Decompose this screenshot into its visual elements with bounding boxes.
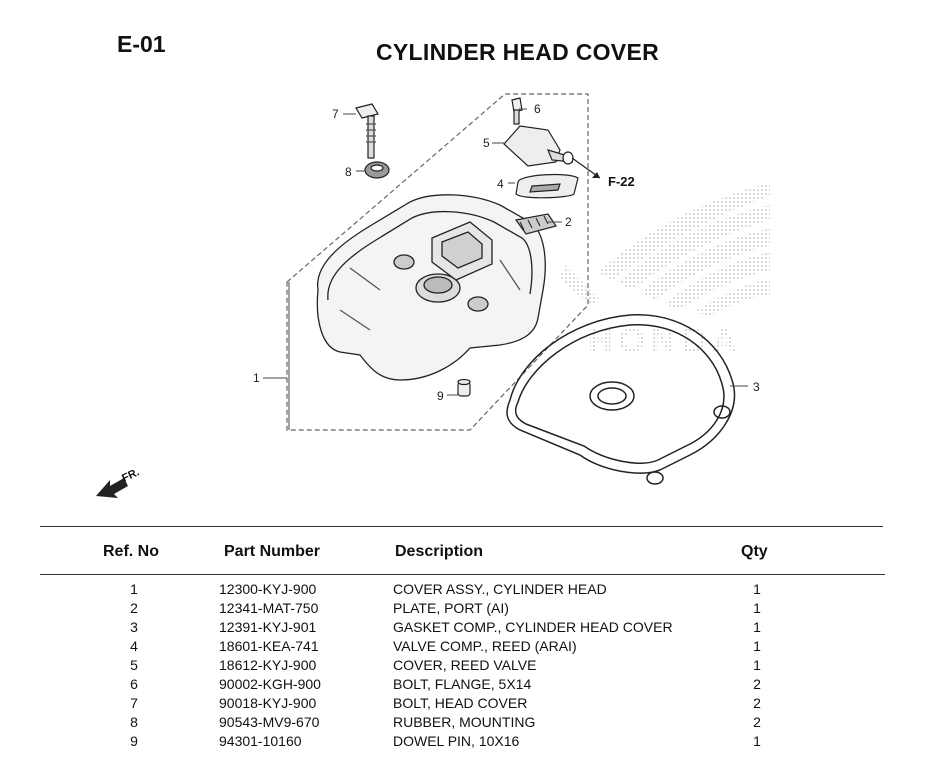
page-code: E-01 bbox=[117, 31, 166, 57]
description-cell: PLATE, PORT (AI) bbox=[393, 600, 509, 616]
table-row: 5 18612-KYJ-900 COVER, REED VALVE 1 bbox=[0, 657, 933, 676]
description-cell: GASKET COMP., CYLINDER HEAD COVER bbox=[393, 619, 673, 635]
qty-cell: 1 bbox=[753, 657, 761, 673]
ref-no-cell: 4 bbox=[130, 638, 138, 654]
leader-lines bbox=[263, 108, 748, 430]
gasket-drawing bbox=[506, 314, 736, 485]
table-row: 4 18601-KEA-741 VALVE COMP., REED (ARAI)… bbox=[0, 638, 933, 657]
reed-valve-cover-drawing bbox=[503, 97, 574, 167]
qty-cell: 1 bbox=[753, 581, 761, 597]
port-plate-drawing bbox=[514, 213, 557, 235]
description-cell: RUBBER, MOUNTING bbox=[393, 714, 536, 730]
description-cell: VALVE COMP., REED (ARAI) bbox=[393, 638, 577, 654]
reference-arrow: F-22 bbox=[571, 157, 635, 189]
header-description: Description bbox=[395, 543, 484, 560]
header-part-number: Part Number bbox=[224, 543, 321, 560]
description-cell: COVER ASSY., CYLINDER HEAD bbox=[393, 581, 607, 597]
qty-cell: 2 bbox=[753, 695, 761, 711]
qty-cell: 2 bbox=[753, 676, 761, 692]
assembly-boundary bbox=[286, 93, 589, 431]
ref-no-cell: 3 bbox=[130, 619, 138, 635]
description-cell: BOLT, FLANGE, 5X14 bbox=[393, 676, 532, 692]
ref-no-cell: 7 bbox=[130, 695, 138, 711]
ref-no-cell: 9 bbox=[130, 733, 138, 749]
front-direction-arrow-icon: FR. bbox=[96, 466, 141, 498]
ref-no-cell: 5 bbox=[130, 657, 138, 673]
part-number-cell: 12300-KYJ-900 bbox=[219, 581, 317, 597]
callout-2: 2 bbox=[565, 215, 572, 229]
table-row: 8 90543-MV9-670 RUBBER, MOUNTING 2 bbox=[0, 714, 933, 733]
qty-cell: 1 bbox=[753, 733, 761, 749]
header-ref-no: Ref. No bbox=[103, 543, 159, 560]
description-cell: COVER, REED VALVE bbox=[393, 657, 537, 673]
table-row: 1 12300-KYJ-900 COVER ASSY., CYLINDER HE… bbox=[0, 581, 933, 600]
part-number-cell: 18612-KYJ-900 bbox=[219, 657, 317, 673]
callout-4: 4 bbox=[497, 177, 504, 191]
part-number-cell: 90543-MV9-670 bbox=[219, 714, 320, 730]
ref-no-cell: 1 bbox=[130, 581, 138, 597]
honda-wing-logo: HONDA bbox=[560, 183, 770, 360]
part-number-cell: 12341-MAT-750 bbox=[219, 600, 319, 616]
part-number-cell: 94301-10160 bbox=[219, 733, 302, 749]
callout-9: 9 bbox=[437, 389, 444, 403]
table-row: 2 12341-MAT-750 PLATE, PORT (AI) 1 bbox=[0, 600, 933, 619]
callout-8: 8 bbox=[345, 165, 352, 179]
parts-table: 1 12300-KYJ-900 COVER ASSY., CYLINDER HE… bbox=[0, 581, 933, 752]
description-cell: BOLT, HEAD COVER bbox=[393, 695, 528, 711]
qty-cell: 1 bbox=[753, 600, 761, 616]
callout-1: 1 bbox=[253, 371, 260, 385]
table-row: 3 12391-KYJ-901 GASKET COMP., CYLINDER H… bbox=[0, 619, 933, 638]
part-number-cell: 12391-KYJ-901 bbox=[219, 619, 317, 635]
reed-valve-drawing bbox=[515, 173, 579, 199]
dowel-pin-drawing bbox=[457, 378, 471, 397]
ref-no-cell: 6 bbox=[130, 676, 138, 692]
part-number-cell: 90002-KGH-900 bbox=[219, 676, 321, 692]
table-top-rule bbox=[40, 526, 883, 527]
page-title: CYLINDER HEAD COVER bbox=[376, 39, 660, 65]
parts-diagram: HONDA bbox=[96, 93, 770, 498]
callout-7: 7 bbox=[332, 107, 339, 121]
cylinder-head-cover-drawing bbox=[316, 194, 546, 381]
mounting-rubber-drawing bbox=[364, 161, 390, 179]
ref-no-cell: 2 bbox=[130, 600, 138, 616]
qty-cell: 2 bbox=[753, 714, 761, 730]
ref-no-cell: 8 bbox=[130, 714, 138, 730]
head-cover-bolt-drawing bbox=[355, 103, 379, 159]
callout-5: 5 bbox=[483, 136, 490, 150]
table-row: 7 90018-KYJ-900 BOLT, HEAD COVER 2 bbox=[0, 695, 933, 714]
qty-cell: 1 bbox=[753, 619, 761, 635]
table-row: 9 94301-10160 DOWEL PIN, 10X16 1 bbox=[0, 733, 933, 752]
table-header-rule bbox=[40, 574, 885, 575]
part-number-cell: 18601-KEA-741 bbox=[219, 638, 319, 654]
reference-label: F-22 bbox=[608, 174, 635, 189]
callout-3: 3 bbox=[753, 380, 760, 394]
part-number-cell: 90018-KYJ-900 bbox=[219, 695, 317, 711]
callout-6: 6 bbox=[534, 102, 541, 116]
description-cell: DOWEL PIN, 10X16 bbox=[393, 733, 520, 749]
table-row: 6 90002-KGH-900 BOLT, FLANGE, 5X14 2 bbox=[0, 676, 933, 695]
header-qty: Qty bbox=[741, 543, 768, 560]
front-direction-label: FR. bbox=[120, 466, 141, 484]
qty-cell: 1 bbox=[753, 638, 761, 654]
